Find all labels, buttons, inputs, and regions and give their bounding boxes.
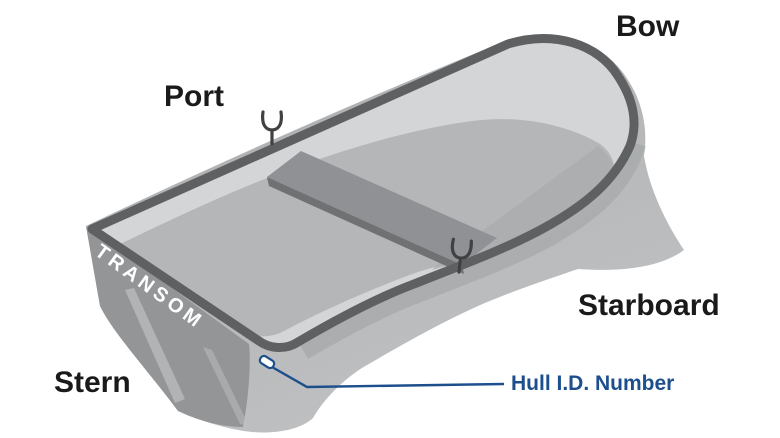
- label-port: Port: [164, 80, 224, 113]
- thwart-seat-top: [267, 151, 497, 265]
- label-stern: Stern: [54, 366, 131, 399]
- transom-face: [86, 226, 250, 427]
- label-starboard: Starboard: [578, 289, 720, 322]
- stern-fold-highlight: [125, 288, 185, 403]
- port-oarlock-icon: [261, 110, 283, 146]
- thwart-seat-edge: [267, 177, 464, 274]
- callout-line: [271, 365, 505, 389]
- under-rim-shade: [299, 141, 646, 359]
- hull-id-plate: [258, 354, 276, 370]
- stern-corner-highlight: [203, 347, 249, 426]
- label-hull-id-number: Hull I.D. Number: [511, 372, 675, 395]
- label-bow: Bow: [616, 10, 680, 43]
- starboard-oarlock-icon: [450, 237, 473, 274]
